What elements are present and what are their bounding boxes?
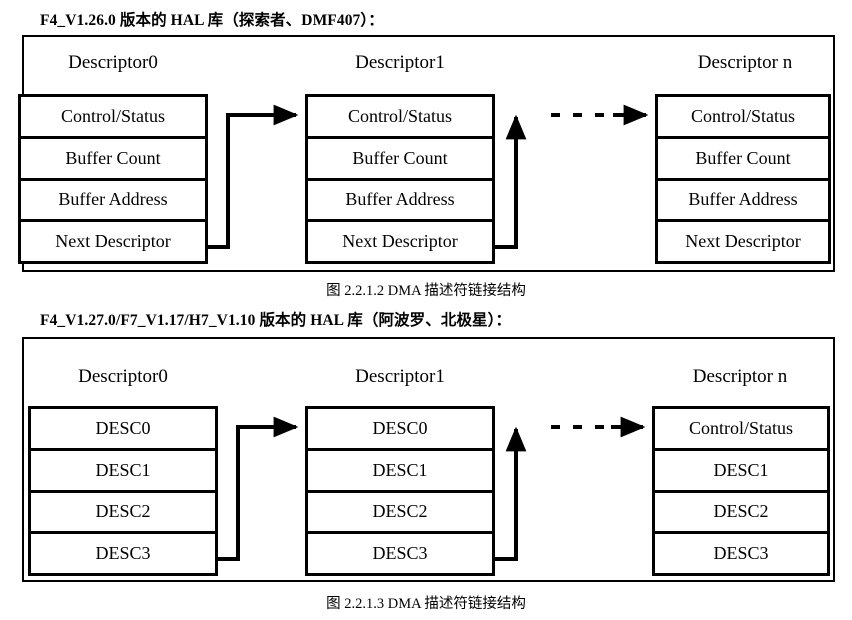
descriptor-field-row: Control/Status: [658, 97, 828, 139]
descriptor-field-row: Buffer Address: [308, 180, 492, 223]
descriptor-n-stack-fig1: Control/Status Buffer Count Buffer Addre…: [655, 94, 831, 264]
descriptor0-stack-fig1: Control/Status Buffer Count Buffer Addre…: [18, 94, 208, 264]
descriptor-field-row: Buffer Address: [658, 180, 828, 223]
descriptor-field-row: DESC3: [655, 534, 827, 573]
descriptor-field-row: Buffer Address: [21, 180, 205, 223]
descriptor1-stack-fig1: Control/Status Buffer Count Buffer Addre…: [305, 94, 495, 264]
descriptor-n-title-fig1: Descriptor n: [697, 52, 793, 73]
descriptor-field-row: Next Descriptor: [308, 222, 492, 261]
descriptor0-title-fig1: Descriptor0: [68, 52, 158, 73]
descriptor-n-stack-fig2: Control/Status DESC1 DESC2 DESC3: [652, 406, 830, 576]
caption-1: 图 2.2.1.2 DMA 描述符链接结构: [326, 283, 526, 299]
descriptor-field-row: DESC0: [31, 409, 215, 451]
descriptor-field-row: DESC2: [31, 492, 215, 535]
section-header-1: F4_V1.26.0 版本的 HAL 库（探索者、DMF407）：: [40, 12, 384, 29]
descriptor1-title-fig1: Descriptor1: [355, 52, 445, 73]
descriptor1-stack-fig2: DESC0 DESC1 DESC2 DESC3: [305, 406, 495, 576]
descriptor-field-row: Buffer Count: [308, 138, 492, 181]
section-header-2: F4_V1.27.0/F7_V1.17/H7_V1.10 版本的 HAL 库（阿…: [40, 312, 512, 329]
descriptor-field-row: DESC2: [655, 492, 827, 535]
descriptor-field-row: Control/Status: [655, 409, 827, 451]
descriptor-field-row: Buffer Count: [658, 138, 828, 181]
descriptor-field-row: DESC1: [308, 450, 492, 493]
descriptor-field-row: DESC0: [308, 409, 492, 451]
descriptor-field-row: Buffer Count: [21, 138, 205, 181]
descriptor-n-title-fig2: Descriptor n: [692, 366, 788, 387]
descriptor0-stack-fig2: DESC0 DESC1 DESC2 DESC3: [28, 406, 218, 576]
descriptor0-title-fig2: Descriptor0: [78, 366, 168, 387]
descriptor-field-row: DESC1: [655, 450, 827, 493]
descriptor-field-row: Next Descriptor: [658, 222, 828, 261]
descriptor-field-row: DESC3: [31, 534, 215, 573]
descriptor-field-row: DESC2: [308, 492, 492, 535]
descriptor-field-row: DESC3: [308, 534, 492, 573]
descriptor-field-row: Next Descriptor: [21, 222, 205, 261]
caption-2: 图 2.2.1.3 DMA 描述符链接结构: [326, 596, 526, 612]
descriptor-field-row: Control/Status: [21, 97, 205, 139]
descriptor-field-row: Control/Status: [308, 97, 492, 139]
descriptor-field-row: DESC1: [31, 450, 215, 493]
descriptor1-title-fig2: Descriptor1: [355, 366, 445, 387]
